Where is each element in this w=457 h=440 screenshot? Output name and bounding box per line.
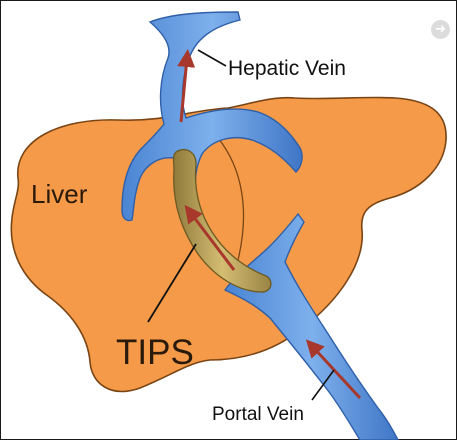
hepatic-vein-leader — [198, 50, 226, 66]
circle-arrow-icon[interactable]: ➜ — [431, 20, 450, 39]
hepatic-vein-label: Hepatic Vein — [228, 58, 346, 79]
liver-label: Liver — [31, 181, 87, 207]
tips-label: TIPS — [116, 335, 194, 370]
liver-shape — [11, 97, 446, 391]
portal-vein-label: Portal Vein — [212, 405, 304, 424]
